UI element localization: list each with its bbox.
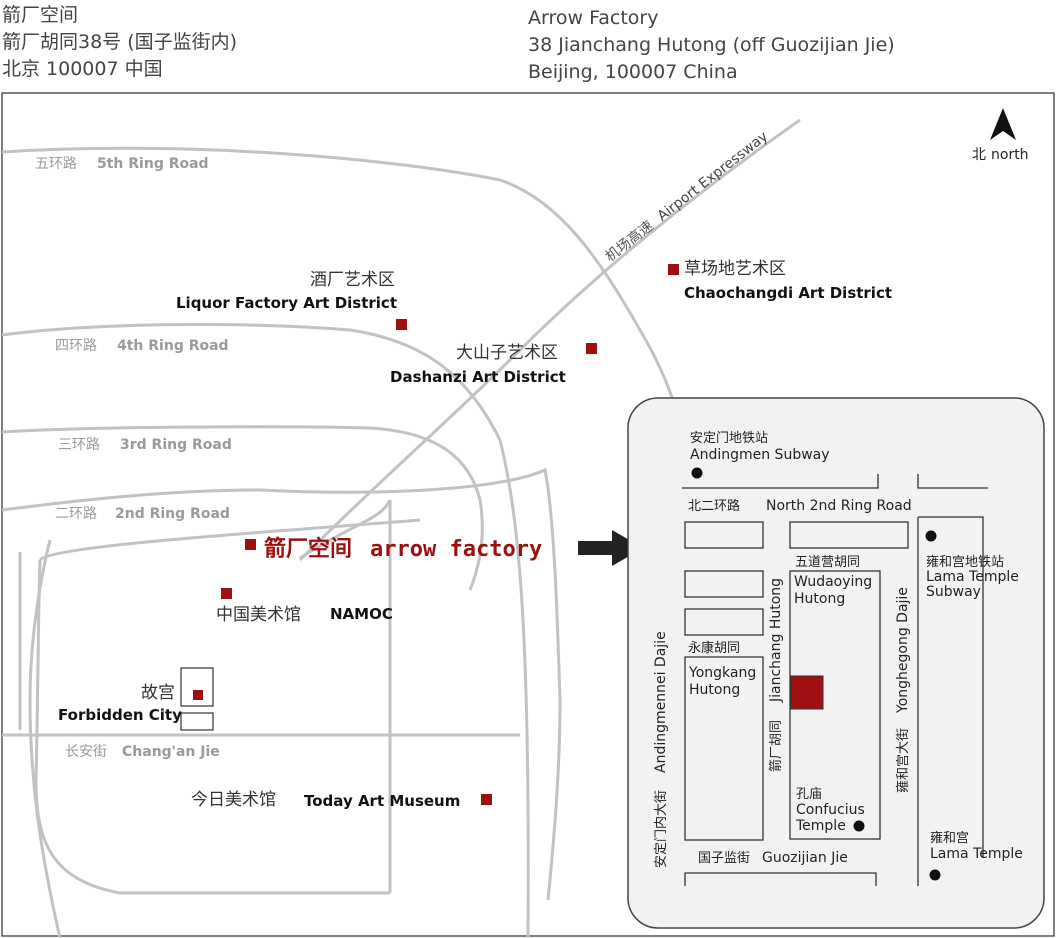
chaochangdi-marker: [668, 264, 679, 275]
namoc-label-cn: 中国美术馆: [216, 605, 301, 625]
cn-address-line1: 箭厂空间: [2, 4, 79, 26]
arrow-factory-marker: [245, 539, 256, 550]
dashanzi-label-en: Dashanzi Art District: [390, 368, 566, 386]
wudaoying-label-cn: 五道营胡同: [795, 555, 860, 570]
yongkang-label-cn: 永康胡同: [688, 640, 740, 656]
andingmennei-label-en: Andingmennei Dajie: [653, 631, 669, 773]
today-museum-label-cn: 今日美术馆: [191, 790, 276, 810]
road-network: [1, 118, 801, 938]
forbidden-city-gate: [180, 712, 214, 731]
lama-subway-label-en1: Lama Temple: [926, 569, 1019, 585]
lama-temple-label-en: Lama Temple: [930, 846, 1023, 862]
andingmennei-label-cn: 安定门内大街: [653, 790, 669, 868]
yonghegong-label-cn: 雍和宫大街: [895, 728, 911, 793]
ring4-label-cn: 四环路: [55, 338, 97, 354]
en-address-line1: Arrow Factory: [528, 7, 659, 29]
liquor-factory-label-cn: 酒厂艺术区: [310, 270, 395, 290]
changan-label-cn: 长安街: [65, 744, 107, 760]
forbidden-city-label-en: Forbidden City: [58, 706, 182, 724]
yongkang-label-en2: Hutong: [689, 682, 740, 698]
confucius-label-en1: Confucius: [796, 802, 865, 818]
inset-frame: [627, 397, 1045, 929]
liquor-factory-label-en: Liquor Factory Art District: [176, 294, 397, 312]
chaochangdi-label-cn: 草场地艺术区: [684, 259, 786, 279]
ring5-label-en: 5th Ring Road: [97, 156, 209, 172]
changan-label-en: Chang'an Jie: [122, 744, 220, 760]
wudaoying-label-en2: Hutong: [794, 591, 845, 607]
wudaoying-label-en1: Wudaoying: [794, 574, 872, 590]
airport-expressway: [298, 118, 801, 562]
lama-temple-icon: [929, 869, 941, 881]
ring2-label-cn: 二环路: [55, 506, 97, 522]
arrow-factory-label-cn: 箭厂空间: [264, 536, 352, 562]
yonghegong-label: 雍和宫大街 Yonghegong Dajie: [895, 587, 911, 793]
inset-map: 安定门地铁站 Andingmen Subway 北二环路 North 2nd R…: [627, 397, 1045, 929]
pointer-arrow-icon: [578, 530, 643, 566]
chaochangdi-label-en: Chaochangdi Art District: [684, 284, 892, 302]
andingmen-label-cn: 安定门地铁站: [690, 431, 768, 446]
airport-link: [299, 499, 392, 560]
yonghegong-label-en: Yonghegong Dajie: [895, 587, 911, 714]
jianchang-label-cn: 箭厂胡同: [768, 720, 784, 772]
en-address-line2: 38 Jianchang Hutong (off Guozijian Jie): [528, 34, 895, 56]
confucius-temple-icon: [853, 820, 865, 832]
yongkang-label-en1: Yongkang: [688, 665, 756, 681]
forbidden-city-outline: [180, 667, 214, 707]
lama-temple-label-cn: 雍和宫: [930, 830, 969, 846]
english-address: Arrow Factory 38 Jianchang Hutong (off G…: [528, 5, 895, 86]
cn-address-line2: 箭厂胡同38号 (国子监街内): [2, 31, 238, 53]
north-label-cn: 北: [972, 147, 986, 163]
lama-subway-label-en2: Subway: [926, 584, 981, 600]
ring3-label-en: 3rd Ring Road: [120, 437, 232, 453]
today-museum-label-en: Today Art Museum: [304, 792, 460, 810]
inset-streets: [682, 474, 988, 886]
north2-label-en: North 2nd Ring Road: [766, 498, 912, 514]
namoc-marker: [221, 588, 232, 599]
ring3-label-cn: 三环路: [58, 437, 100, 453]
confucius-label-cn: 孔庙: [796, 787, 822, 802]
chinese-address: 箭厂空间 箭厂胡同38号 (国子监街内) 北京 100007 中国: [2, 2, 237, 83]
ring5-label-cn: 五环路: [35, 156, 77, 172]
jianchang-label-en: Jianchang Hutong: [768, 578, 784, 703]
arrow-factory-inset-marker: [790, 675, 824, 710]
ring2-label-en: 2nd Ring Road: [115, 506, 230, 522]
namoc-label-en: NAMOC: [330, 605, 393, 623]
dashanzi-marker: [586, 343, 597, 354]
lama-subway-label-cn: 雍和宫地铁站: [926, 554, 1004, 570]
jianchang-label: 箭厂胡同 Jianchang Hutong: [768, 578, 784, 772]
andingmen-label-en: Andingmen Subway: [690, 447, 830, 463]
andingmen-subway-icon: [691, 467, 703, 479]
arrow-factory-label-en: arrow factory: [370, 537, 542, 562]
ring5-road: [1, 146, 692, 461]
today-museum-marker: [481, 794, 492, 805]
liquor-factory-marker: [396, 319, 407, 330]
forbidden-city-label-cn: 故宫: [141, 683, 175, 703]
ring2-east: [1, 467, 562, 901]
ring3-road: [1, 425, 484, 591]
ring2-north: [38, 518, 421, 562]
andingmennei-label: 安定门内大街 Andingmennei Dajie: [653, 631, 669, 868]
confucius-label-en2: Temple: [795, 818, 846, 834]
dashanzi-label-cn: 大山子艺术区: [456, 343, 558, 363]
ring2-west: [34, 559, 390, 895]
north-arrow-icon: [990, 108, 1016, 140]
lama-temple-subway-icon: [925, 530, 937, 542]
ring4-road: [1, 323, 530, 938]
north2-label-cn: 北二环路: [688, 498, 740, 514]
ring4-label-en: 4th Ring Road: [117, 338, 229, 354]
cn-address-line3: 北京 100007 中国: [2, 58, 163, 80]
forbidden-city-marker: [193, 690, 203, 700]
north-label-en: north: [991, 147, 1029, 163]
guozijian-label-cn: 国子监街: [698, 851, 750, 866]
guozijian-label-en: Guozijian Jie: [762, 850, 848, 866]
en-address-line3: Beijing, 100007 China: [528, 61, 738, 83]
